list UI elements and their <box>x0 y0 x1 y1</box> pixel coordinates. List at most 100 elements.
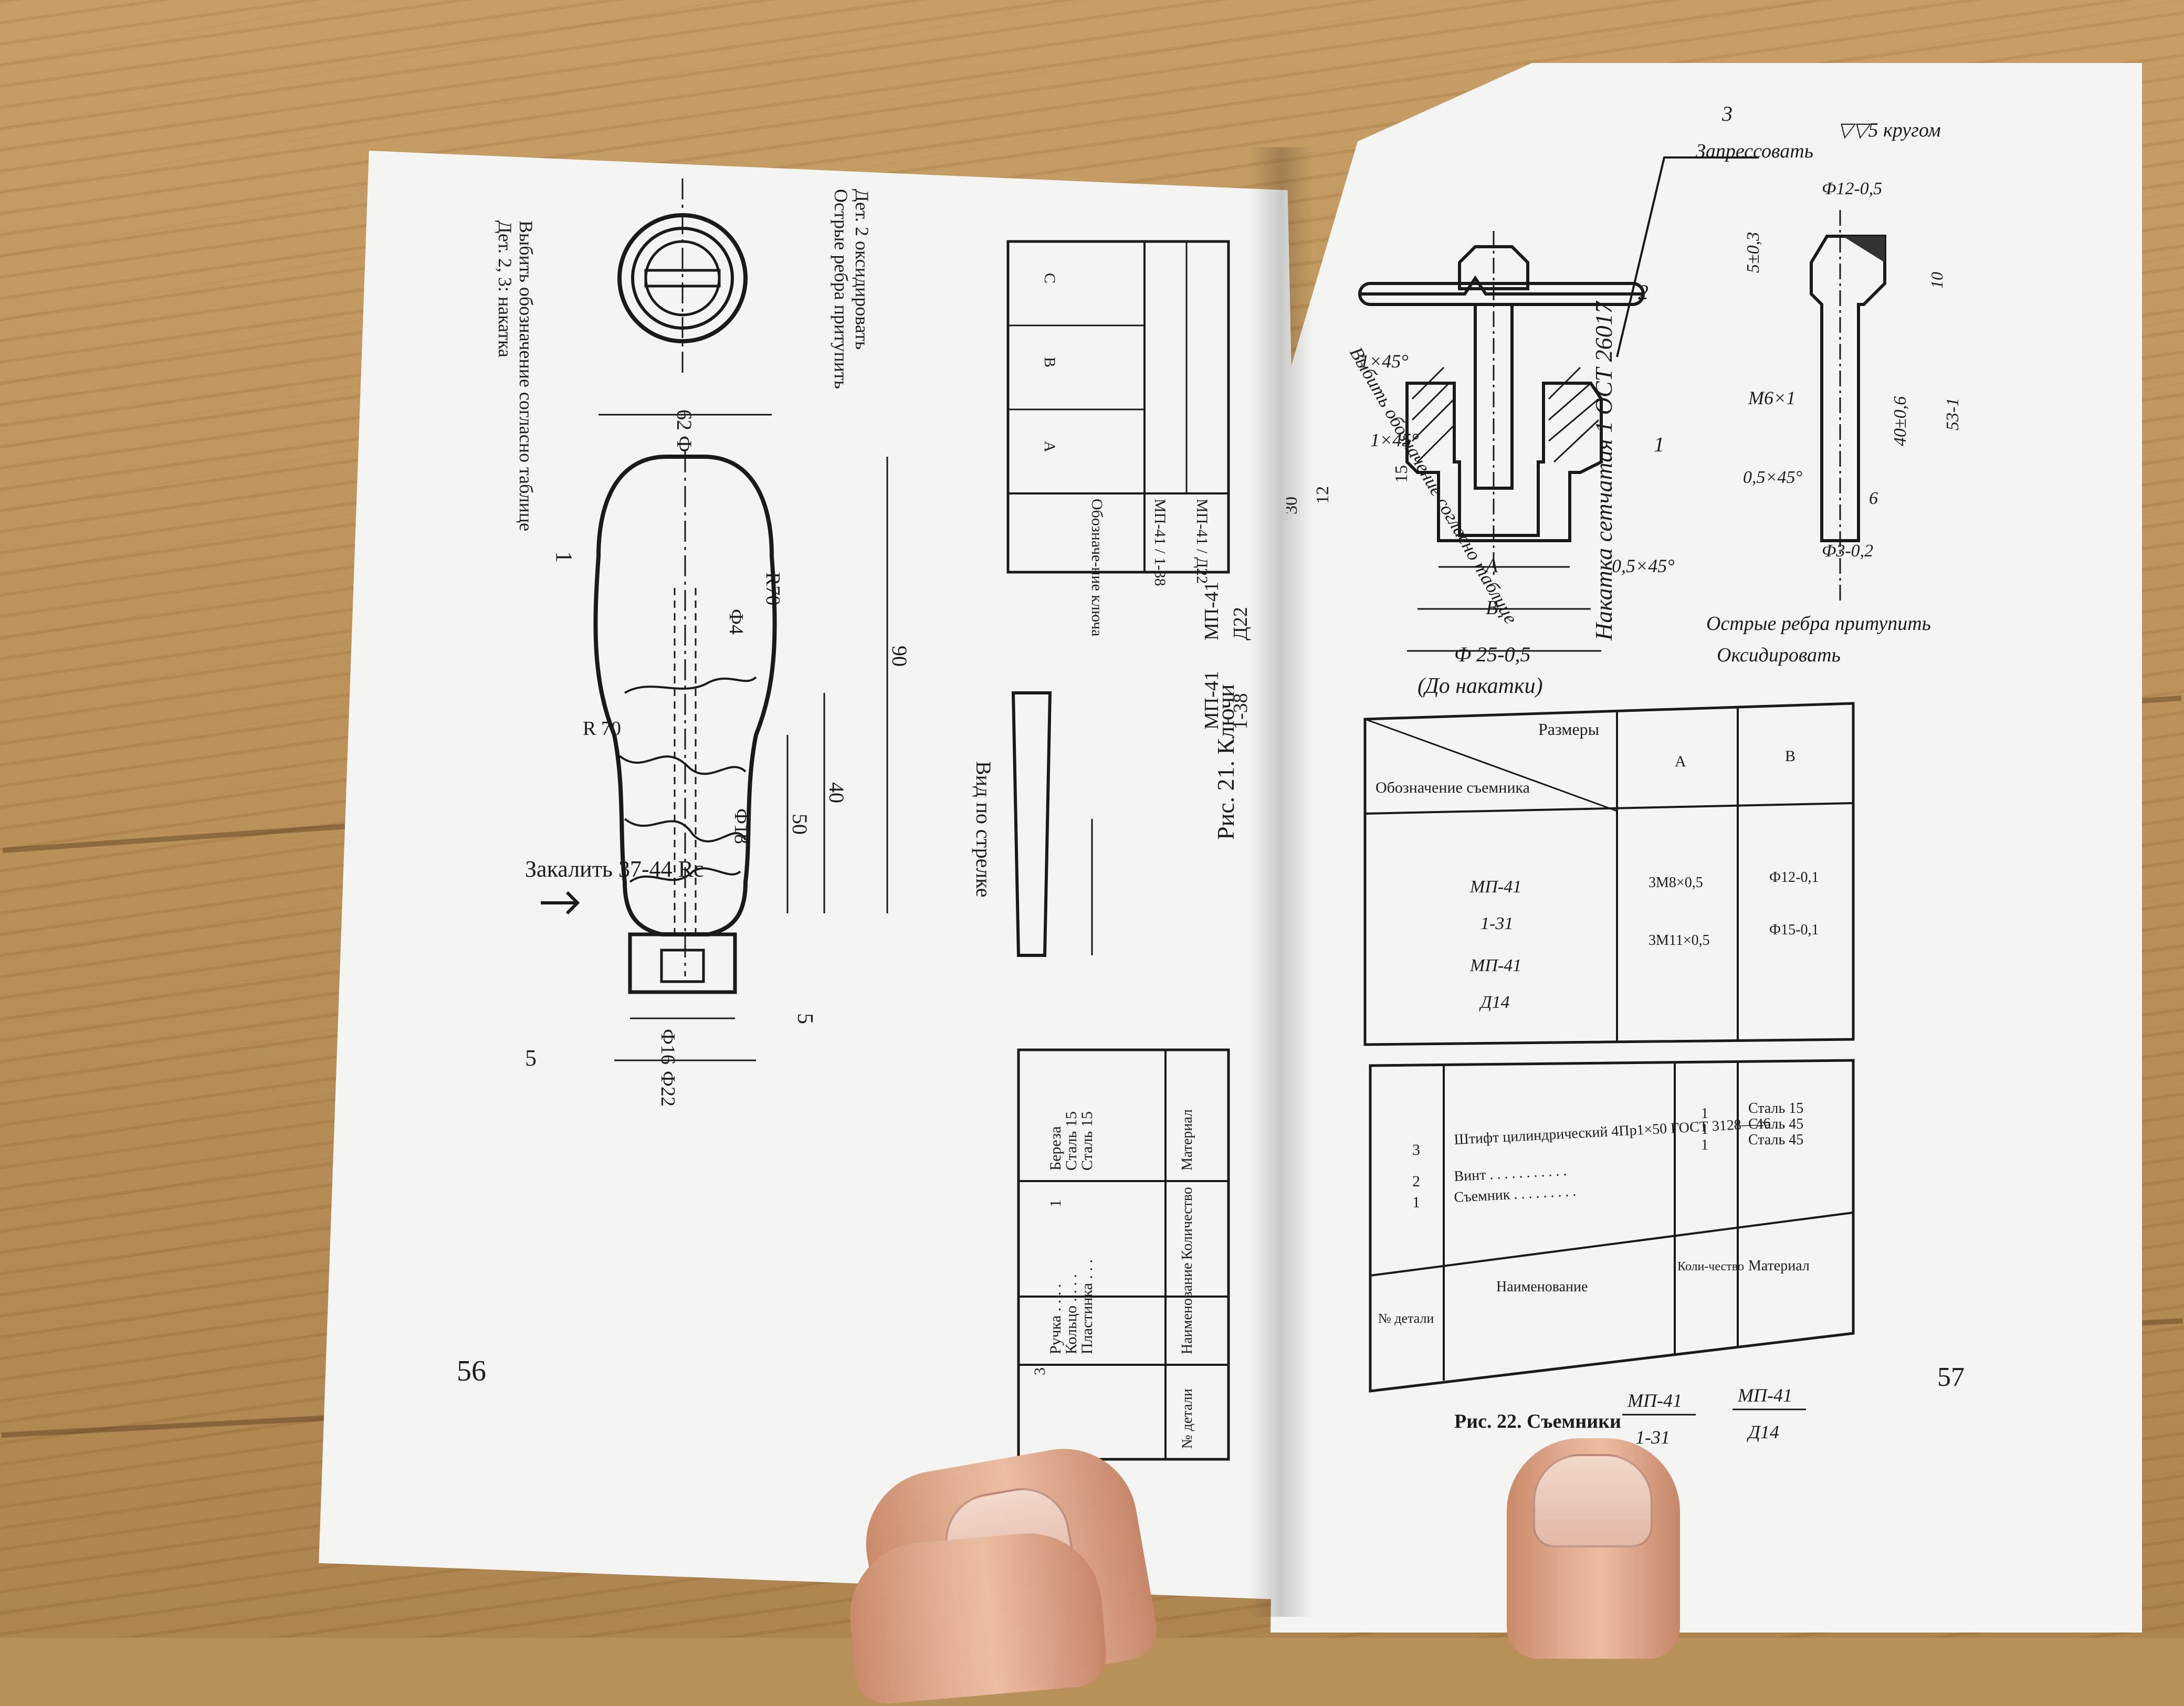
dim-chamfer-screw: 0,5×45° <box>1743 468 1802 487</box>
dim-5: 5±0,3 <box>1744 232 1763 273</box>
knurl-note: Накатка сетчатая 1 ОСТ 26017 <box>1590 300 1617 641</box>
part-qty: 1 <box>1701 1105 1708 1122</box>
part-material: Сталь 15 <box>1063 1111 1080 1171</box>
dim-d18: Ф18 <box>730 808 752 844</box>
dim-a: A <box>1484 555 1498 577</box>
part-name: Кольцо . . . . <box>1063 1274 1080 1354</box>
view-arrow-icon <box>541 891 580 915</box>
dim-50: 50 <box>788 814 812 835</box>
t-handle-pin <box>1360 275 1643 296</box>
part-material: Сталь 45 <box>1748 1116 1803 1132</box>
dim-r70-right: R70 <box>762 572 784 605</box>
dim-m6: М6×1 <box>1748 387 1796 408</box>
table-header-designation: Обозначение съемника <box>1376 779 1530 796</box>
callout-1: 1 <box>1654 433 1664 456</box>
leader-line <box>1616 156 1759 357</box>
table-col-b: B <box>1785 747 1796 765</box>
callout-3: 1 <box>551 551 577 563</box>
dim-40: 40 <box>825 782 848 803</box>
dim-90: 90 <box>888 646 911 667</box>
part-material: Сталь 45 <box>1748 1132 1803 1148</box>
dim-12: 12 <box>1313 486 1332 504</box>
dim-d3: Ф3-0,2 <box>1822 541 1873 561</box>
dim-6: 6 <box>1869 489 1878 508</box>
caption-fraction-bottom: 1-31 <box>1635 1427 1670 1448</box>
view-by-arrow: Вид по стрелке <box>972 761 995 897</box>
table-row-name: МП-41 / 1-38 <box>1151 499 1169 586</box>
caption-fraction-bottom: 1-38 <box>1230 693 1252 730</box>
note-edges: Острые ребра притупить <box>831 189 852 389</box>
callout-2: Закалить 37-44 Rc <box>525 856 704 882</box>
wood-grain <box>618 676 757 883</box>
note-oxidize: Дет. 2 оксидировать <box>852 189 873 350</box>
press-note: Запрессовать <box>1696 140 1813 162</box>
dim-r70-left: R 70 <box>583 718 621 740</box>
caption-fraction-bottom: Д22 <box>1230 607 1252 640</box>
ring-inner-circle <box>631 227 734 330</box>
screw-head <box>1458 245 1529 290</box>
dim-chamfer: 1×45° <box>1360 351 1409 372</box>
dims-size-table: Обозначе-ние ключа A B C МП-41 / 1-38 МП… <box>1006 240 1230 637</box>
part-name: Штифт цилиндрический 4Пр1×50 ГОСТ 3128—4… <box>1454 1114 1793 1148</box>
note-knurl: Дет. 2, 3: накатка <box>495 220 516 357</box>
part-name: Винт . . . . . . . . . . . <box>1454 1163 1567 1185</box>
caption-fraction-top: МП-41 <box>1201 582 1223 640</box>
harden-note: 5 <box>793 1013 817 1024</box>
table-col-b: B <box>1041 357 1058 367</box>
finish-mark: ▽▽5 кругом <box>1838 119 1941 141</box>
part-qty: 1 <box>1047 1199 1064 1207</box>
dim-30: 30 <box>1286 497 1301 514</box>
row-name-top: МП-41 <box>1469 877 1521 897</box>
part-qty: 1 <box>1701 1137 1708 1153</box>
callout-3: 3 <box>1721 105 1732 125</box>
table-header: № детали <box>1179 1388 1195 1449</box>
caption-fraction-bottom: Д14 <box>1747 1421 1779 1442</box>
table-col-a: A <box>1675 753 1686 770</box>
caption-fraction-top: МП-41 <box>1737 1385 1792 1406</box>
table-header: Количество <box>1179 1187 1195 1260</box>
part-qty: 1 <box>1701 1121 1708 1138</box>
part-no: 3 <box>1412 1141 1420 1159</box>
dim-d16: Ф16 <box>657 1029 679 1065</box>
left-finger <box>844 1527 1109 1706</box>
part-no: 3 <box>1031 1367 1048 1375</box>
dim-d25: Ф 25-0,5 <box>1454 643 1531 666</box>
dim-d22: Ф22 <box>657 1071 679 1107</box>
caption-fraction-top: МП-41 <box>1201 671 1223 730</box>
figure-caption: Рис. 21. Ключи <box>1212 684 1239 840</box>
part-name: Пластинка . . . <box>1078 1259 1096 1354</box>
parts-table-right: 3 2 1 Штифт цилиндрический 4Пр1×50 ГОСТ … <box>1369 1059 1855 1393</box>
table-header: № детали <box>1378 1311 1434 1326</box>
table-col-a: A <box>1041 441 1058 452</box>
right-page-number: 57 <box>1937 1362 1965 1392</box>
part-name: Ручка . . . . <box>1047 1284 1064 1354</box>
plate-part <box>660 949 705 983</box>
row-name-top: МП-41 <box>1469 956 1521 975</box>
parts-table-left: 3 Ручка . . . . Кольцо . . . . Пластинка… <box>1017 1048 1230 1461</box>
table-header: Материал <box>1748 1258 1810 1274</box>
row-name-bottom: Д14 <box>1479 993 1510 1012</box>
part-no: 1 <box>1412 1194 1420 1211</box>
callout-1: 5 <box>525 1045 537 1071</box>
table-header: Коли-чество <box>1677 1260 1744 1273</box>
table-header: Наименование <box>1496 1279 1588 1295</box>
left-page-drawing: 56 62 Ф 90 40 50 Ф22 Ф16 Ф4 Ф18 R <box>457 178 1252 1461</box>
dim-d12: Ф12-0,5 <box>1822 179 1882 198</box>
dim-62: 62 Ф <box>673 409 696 452</box>
row-value-b: Ф15-0,1 <box>1769 922 1819 938</box>
table-col-c: C <box>1041 273 1058 283</box>
ring-part <box>628 932 737 994</box>
right-page <box>1270 63 2142 1633</box>
part-material: Сталь 15 <box>1078 1111 1096 1171</box>
row-value-b: Ф12-0,1 <box>1769 869 1819 886</box>
part-material: Сталь 15 <box>1748 1100 1803 1117</box>
dim-10: 10 <box>1927 272 1946 289</box>
size-table-right: Размеры Обозначение съемника A B МП-41 1… <box>1363 702 1855 1046</box>
dim-chamfer-2: 1×45° <box>1370 429 1419 450</box>
caption-fraction-top: МП-41 <box>1627 1390 1682 1411</box>
table-header-sizes: Размеры <box>1538 720 1599 739</box>
dim-d4: Ф4 <box>725 609 747 635</box>
oxidize-note: Оксидировать <box>1717 644 1841 666</box>
dim-40: 40±0,6 <box>1891 396 1910 446</box>
row-value-a: 3М11×0,5 <box>1648 932 1710 949</box>
